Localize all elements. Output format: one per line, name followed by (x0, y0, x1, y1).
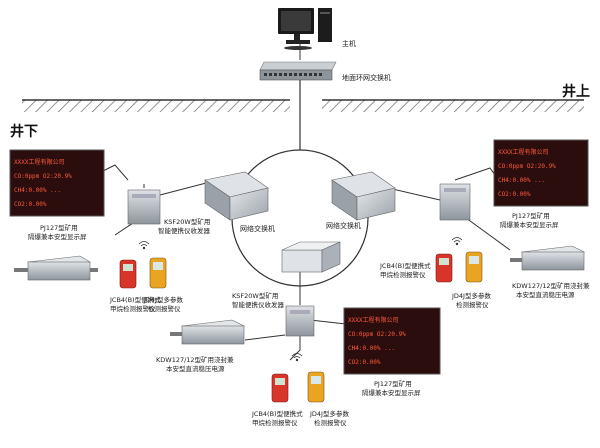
display-bottom: XXXX工程有限公司 CO:0ppm O2:20.9% CH4:0.00% ..… (343, 307, 441, 375)
display-left-row4: CO2:0.00% (14, 201, 47, 208)
power-supply-left (14, 255, 98, 281)
display-bottom-row4: CO2:0.00% (348, 359, 381, 366)
detector-right-red-line1: JCB4(B)型便携式 (379, 261, 431, 270)
power-right-line1: KDW127/12型矿用浇封兼 (512, 281, 590, 290)
receiver-top-line1: KSF20W型矿用 (164, 217, 210, 226)
zone-underground-label: 井下 (10, 123, 38, 140)
detector-bottom-red (271, 373, 289, 403)
display-right: XXXX工程有限公司 CO:0ppm O2:20.9% CH4:0.00% ..… (493, 139, 589, 207)
ring-switch-left (204, 171, 269, 221)
host-computer (278, 8, 332, 50)
display-right-row3: CH4:0.00% ... (498, 177, 545, 184)
detector-left-red (119, 259, 137, 289)
ring-switch-right-label: 网络交换机 (326, 221, 361, 230)
power-right-line2: 本安型直流稳压电源 (516, 290, 575, 299)
display-left-row2: CO:0ppm O2:20.9% (14, 173, 72, 180)
display-left-line2: 隔爆兼本安型显示屏 (28, 232, 87, 241)
ring-switch-left-label: 网络交换机 (240, 224, 275, 233)
detector-bottom-yellow (307, 371, 325, 403)
receiver-right (439, 183, 471, 221)
display-left-row3: CH4:0.00% ... (14, 187, 61, 194)
core-switch (259, 61, 337, 81)
ground-surface (22, 99, 584, 112)
detector-left-red-line2: 甲烷检测报警仪 (110, 304, 156, 313)
display-left-line1: PJ127型矿用 (40, 223, 78, 232)
detector-right-yellow (465, 251, 483, 283)
display-bottom-row3: CH4:0.00% ... (348, 345, 395, 352)
detector-bottom-red-line1: JCB4(B)型便携式 (251, 409, 303, 418)
zone-surface-label: 井上 (562, 83, 590, 100)
detector-left-red-line1: JCB4(B)型便携式 (109, 295, 161, 304)
detector-left-yellow-line2: 检测报警仪 (148, 304, 181, 313)
display-bottom-line2: 隔爆兼本安型显示屏 (362, 388, 421, 397)
host-label: 主机 (342, 39, 356, 48)
power-supply-right (510, 245, 586, 271)
display-right-row2: CO:0ppm O2:20.9% (498, 163, 556, 170)
display-right-line1: PJ127型矿用 (512, 211, 550, 220)
receiver-bottom (281, 241, 341, 273)
receiver-top-line2: 智能便携仪收发器 (158, 226, 211, 235)
detector-right-yellow-line1: JD4J型多参数 (451, 291, 491, 300)
detector-right-red (435, 253, 453, 283)
display-right-line2: 隔爆兼本安型显示屏 (500, 220, 559, 229)
power-supply-bottom (170, 319, 246, 345)
display-bottom-line1: PJ127型矿用 (374, 379, 412, 388)
receiver-bottom-box (285, 305, 315, 337)
detector-left-yellow-line1: JD4J型多参数 (143, 295, 183, 304)
display-right-row1: XXXX工程有限公司 (498, 148, 548, 156)
detector-left-yellow (149, 257, 167, 289)
display-left: XXXX工程有限公司 CO:0ppm O2:20.9% CH4:0.00% ..… (9, 149, 105, 217)
wireless-icon-right (451, 237, 463, 246)
display-bottom-row1: XXXX工程有限公司 (348, 316, 398, 324)
core-switch-label: 地面环网交换机 (342, 73, 391, 82)
detector-bottom-yellow-line1: JD4J型多参数 (309, 409, 349, 418)
wireless-icon-bottom (291, 353, 303, 362)
display-bottom-row2: CO:0ppm O2:20.9% (348, 331, 406, 338)
display-left-row1: XXXX工程有限公司 (14, 158, 64, 166)
ring-switch-right (331, 171, 396, 221)
detector-right-red-line2: 甲烷检测报警仪 (380, 270, 426, 279)
receiver-bottom-line2: 智能便携仪收发器 (232, 300, 285, 309)
wireless-icon-top (138, 241, 150, 250)
detector-right-yellow-line2: 检测报警仪 (456, 300, 489, 309)
display-right-row4: CO2:0.00% (498, 191, 531, 198)
detector-bottom-yellow-line2: 检测报警仪 (314, 418, 347, 427)
receiver-top (127, 184, 161, 225)
detector-bottom-red-line2: 甲烷检测报警仪 (252, 418, 298, 427)
receiver-bottom-line1: KSF20W型矿用 (232, 291, 278, 300)
power-bottom-line1: KDW127/12型矿用浇封兼 (156, 355, 234, 364)
power-bottom-line2: 本安型直流稳压电源 (166, 364, 225, 373)
